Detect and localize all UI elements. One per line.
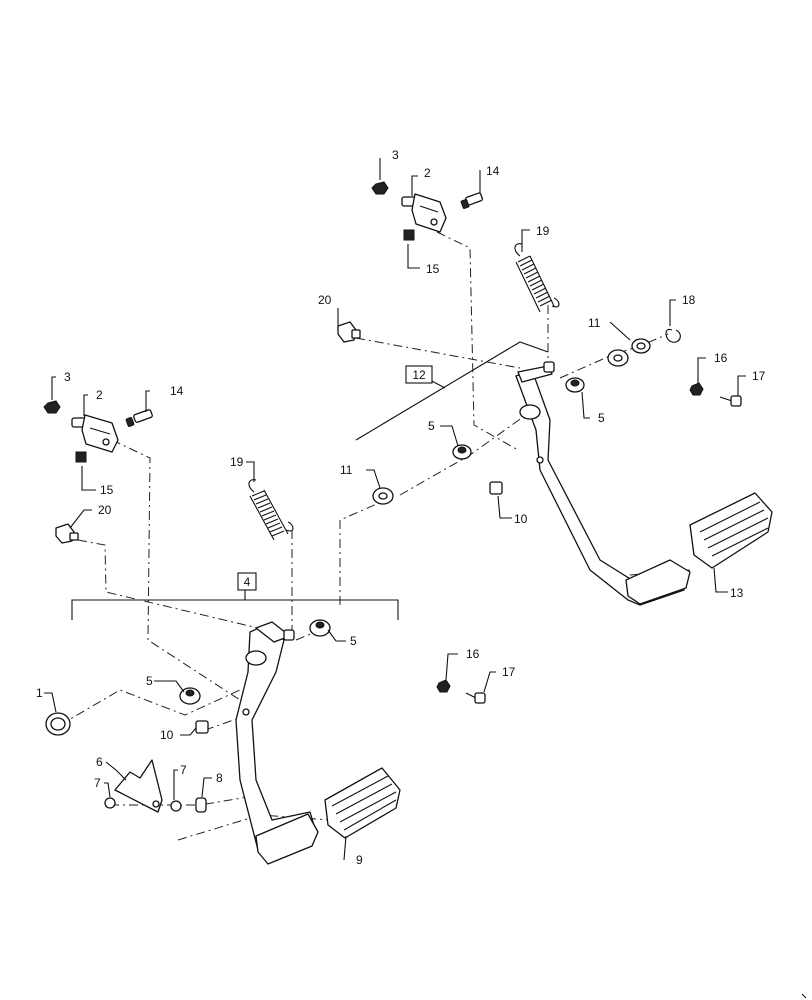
stop-bracket-6 [114,759,163,813]
callout-10-lower: 10 [160,728,174,742]
ring-1 [45,712,71,736]
callout-7-left: 7 [94,776,101,790]
callout-10-upper: 10 [514,512,528,526]
callout-16-lower: 16 [466,647,480,661]
clevis-lower [71,414,119,453]
callout-9: 9 [356,853,363,867]
callout-6: 6 [96,755,103,769]
washer-11-upper-b [631,338,651,354]
bolt-17-upper [719,395,742,407]
nut-16-lower [436,679,451,693]
leader-lines [44,158,746,861]
callout-labels: 3 2 14 15 19 20 11 18 16 17 5 5 11 10 13… [36,148,766,867]
bushing-5-lower-right [309,619,331,637]
nut-lower [43,400,61,414]
callout-5-lower-right: 5 [350,634,357,648]
callout-5-lower-left: 5 [146,674,153,688]
callout-17-lower: 17 [502,665,516,679]
callout-15-upper: 15 [426,262,440,276]
pin-upper [460,192,483,210]
pedal-pad-lower [324,767,401,839]
callout-1: 1 [36,686,43,700]
callout-14-lower: 14 [170,384,184,398]
callout-20-lower: 20 [98,503,112,517]
bushing-5-upper-left [452,444,472,460]
pedal-pad-upper [689,492,773,569]
callout-13: 13 [730,586,744,600]
callout-box-12: 12 [405,365,433,384]
callout-20-upper: 20 [318,293,332,307]
adjusting-bolt-upper [337,321,361,343]
return-spring-upper [514,243,560,313]
corner-mark [801,993,807,999]
callout-3-lower: 3 [64,370,71,384]
bushing-10-upper [489,481,503,495]
callout-18: 18 [682,293,696,307]
adjusting-bolt-lower [55,523,79,544]
clip-7-left [104,797,116,809]
washer-11-upper [607,349,629,367]
callout-2-lower: 2 [96,388,103,402]
return-spring-lower [248,479,294,541]
callout-4: 4 [244,575,251,589]
nut-16-upper [689,382,704,396]
callout-3-upper: 3 [392,148,399,162]
pedal-arm-lower [235,621,319,865]
callout-19-upper: 19 [536,224,550,238]
callout-2-upper: 2 [424,166,431,180]
pin-8 [195,797,207,813]
callout-7-right: 7 [180,763,187,777]
callout-box-4: 4 [237,572,257,591]
clevis-upper [401,193,447,233]
clip-upper [403,229,415,241]
bushing-10-lower [195,720,209,734]
callout-8: 8 [216,771,223,785]
nut-upper [371,181,389,195]
callout-12: 12 [412,368,426,382]
pin-lower [125,409,153,428]
bolt-17-lower [465,692,486,704]
callout-17-upper: 17 [752,369,766,383]
washer-11-lower [372,487,394,505]
assembly-brackets [71,341,549,620]
callout-15-lower: 15 [100,483,114,497]
callout-14-upper: 14 [486,164,500,178]
pedal-arm-upper [515,361,691,606]
callout-16-upper: 16 [714,351,728,365]
callout-19-lower: 19 [230,455,244,469]
bushing-5-upper-right [565,377,585,393]
callout-5-upper-left: 5 [428,419,435,433]
bushing-5-lower-left [179,687,201,705]
callout-5-upper-right: 5 [598,411,605,425]
callout-11-lower: 11 [340,463,353,477]
clip-lower [75,451,87,463]
snap-ring-18 [665,328,681,343]
clip-7-right [170,800,182,812]
callout-11-upper: 11 [588,316,601,330]
